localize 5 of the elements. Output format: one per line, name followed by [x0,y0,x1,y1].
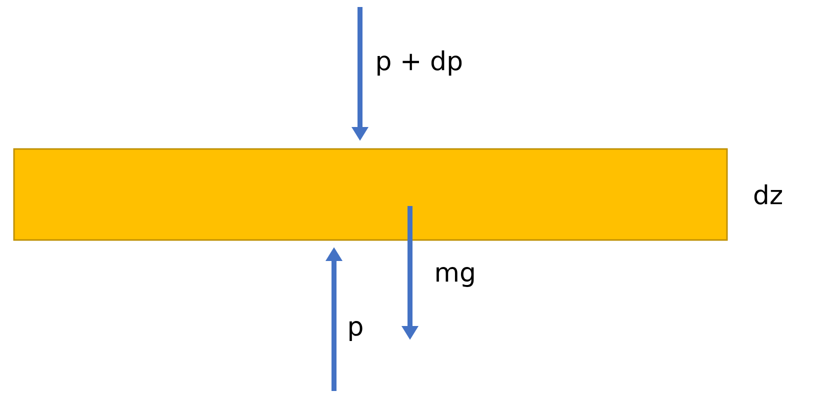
dimension-label: dz [754,184,782,205]
force-label: p + dp [378,50,462,76]
force-label: p [350,321,362,341]
force-label: mg [436,267,474,287]
slab-box [13,148,728,241]
